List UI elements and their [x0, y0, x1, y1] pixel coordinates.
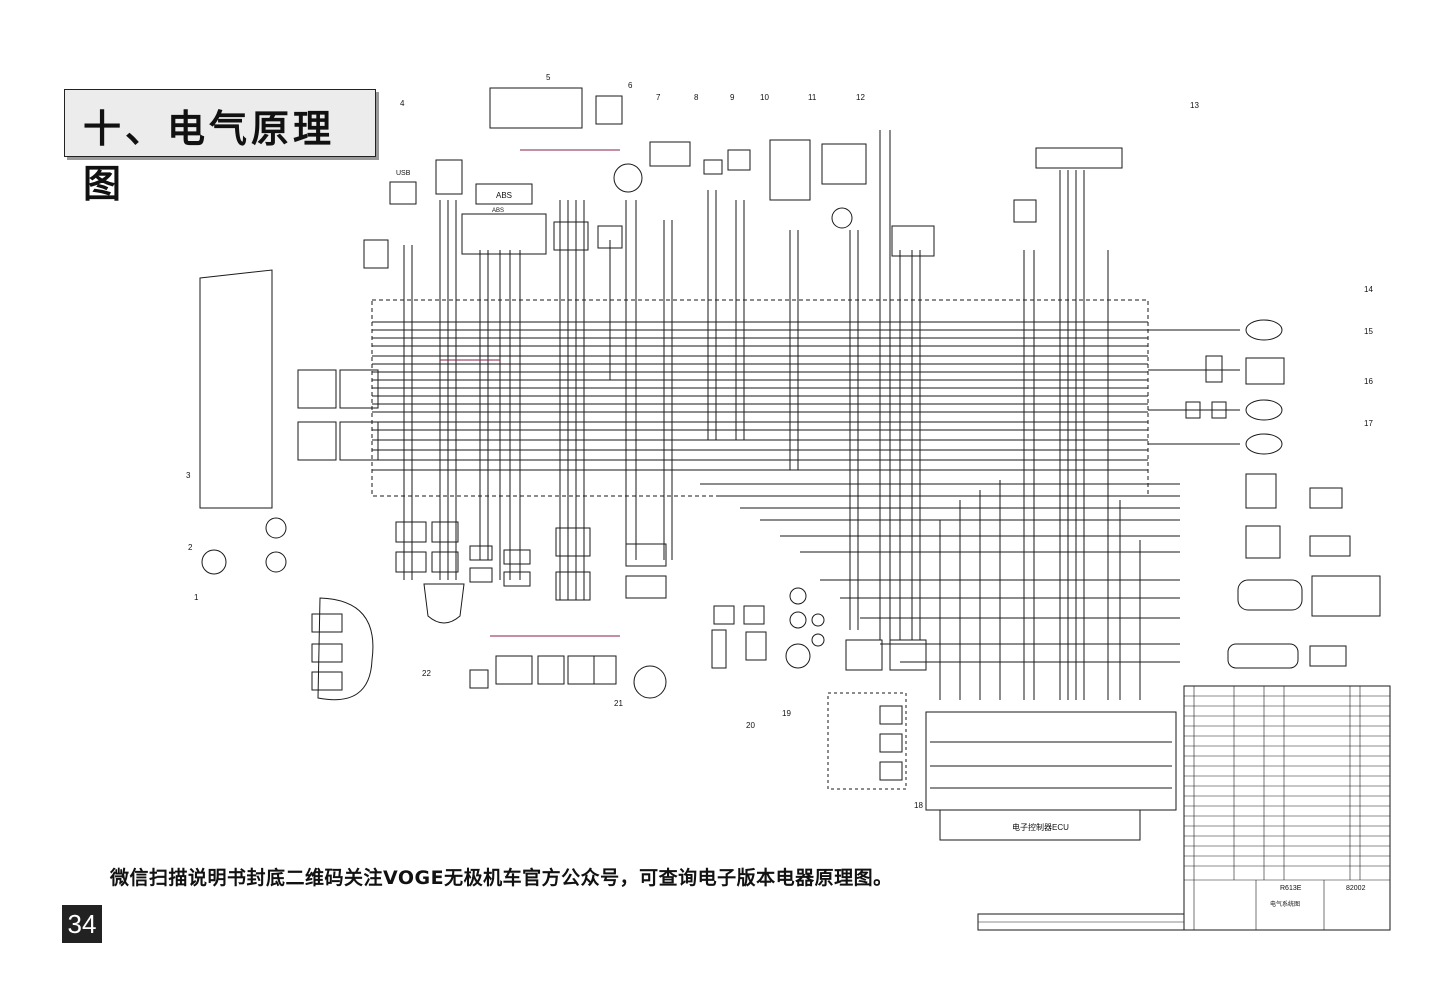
callout-11: 11 — [808, 93, 817, 102]
connector-9 — [703, 159, 723, 175]
callout-4: 4 — [400, 99, 405, 108]
module-12 — [821, 143, 867, 185]
ignition-switch-21 — [633, 665, 667, 699]
lamp-14 — [1245, 319, 1283, 341]
callout-5: 5 — [546, 73, 551, 82]
relay-box-outline — [827, 692, 907, 790]
cluster-connector-d — [339, 421, 379, 461]
sensor-a — [1013, 199, 1037, 223]
sensor-r1 — [1245, 473, 1277, 509]
connector-c — [597, 225, 623, 249]
cluster-connector-c — [297, 421, 337, 461]
switch-cluster-5 — [489, 87, 583, 129]
cluster-connector-a — [297, 369, 337, 409]
model-label: R613E — [1280, 885, 1302, 892]
callout-13: 13 — [1190, 101, 1199, 110]
drawing-name-label: 电气系统图 — [1270, 900, 1300, 908]
ecu-body — [925, 711, 1177, 811]
page-number: 34 — [62, 905, 102, 943]
vertical-wires — [403, 130, 1141, 700]
page-title: 十、电气原理图 — [83, 107, 336, 206]
connector-4 — [435, 159, 463, 195]
callout-3: 3 — [186, 471, 191, 480]
callout-15: 15 — [1364, 327, 1373, 336]
lower-connectors — [395, 521, 927, 699]
ecu-pin-rows — [930, 741, 1172, 789]
usb-label: USB — [396, 170, 411, 177]
lamp-15 — [1245, 357, 1285, 385]
callout-14: 14 — [1364, 285, 1373, 294]
sensor-20 — [711, 629, 727, 669]
callout-20: 20 — [746, 721, 755, 730]
ignition-2 — [201, 549, 227, 575]
callout-1: 1 — [194, 593, 199, 602]
fuel-pump — [831, 207, 853, 229]
o2-sensor — [1237, 579, 1303, 611]
bus-lines — [372, 321, 1180, 663]
throttle-sensor — [1227, 643, 1299, 669]
callout-9: 9 — [730, 93, 735, 102]
instrument-cluster — [199, 269, 273, 509]
stator — [785, 643, 811, 669]
top-connectors — [363, 87, 1123, 269]
ecu-label: 电子控制器ECU — [1012, 822, 1069, 832]
accent-wires — [440, 149, 620, 637]
connector-e — [891, 225, 935, 257]
connector-8 — [649, 141, 691, 167]
abs-module-connector — [461, 213, 547, 255]
headlight-1 — [317, 597, 374, 701]
callout-17: 17 — [1364, 419, 1373, 428]
horn-7 — [613, 163, 643, 193]
connector-d — [363, 239, 389, 269]
callout-22: 22 — [422, 669, 431, 678]
right-components — [1148, 319, 1381, 669]
abs-box — [475, 183, 533, 205]
page-title-box: 十、电气原理图 — [64, 89, 376, 206]
usb-port — [389, 181, 417, 205]
connector-6 — [595, 95, 623, 125]
footer-note: 微信扫描说明书封底二维码关注VOGE无极机车官方公众号，可查询电子版本电器原理图… — [110, 867, 893, 889]
callout-8: 8 — [694, 93, 699, 102]
cluster-connector-b — [339, 369, 379, 409]
parts-table — [1183, 685, 1391, 931]
callout-21: 21 — [614, 699, 623, 708]
callout-10: 10 — [760, 93, 769, 102]
module-11 — [769, 139, 811, 201]
lamp-17 — [1245, 433, 1283, 455]
sensor-19 — [745, 631, 767, 661]
connector-13 — [1035, 147, 1123, 169]
connector-10 — [727, 149, 751, 171]
abs-connector-label: ABS — [492, 208, 504, 214]
cluster-ground — [265, 517, 287, 539]
callout-6: 6 — [628, 81, 633, 90]
abs-box-label: ABS — [496, 191, 512, 200]
callout-19: 19 — [782, 709, 791, 718]
callout-7: 7 — [656, 93, 661, 102]
callout-labels: 1 2 3 4 5 6 7 8 9 10 11 12 13 14 15 16 1… — [186, 73, 1373, 810]
connector-b — [553, 221, 589, 251]
lamp-16 — [1245, 399, 1283, 421]
code-label: 82002 — [1346, 885, 1366, 892]
callout-12: 12 — [856, 93, 865, 102]
callout-16: 16 — [1364, 377, 1373, 386]
callout-2: 2 — [188, 543, 193, 552]
sensor-r2 — [1245, 525, 1281, 559]
callout-18: 18 — [914, 801, 923, 810]
ecu-label-box — [939, 809, 1141, 841]
